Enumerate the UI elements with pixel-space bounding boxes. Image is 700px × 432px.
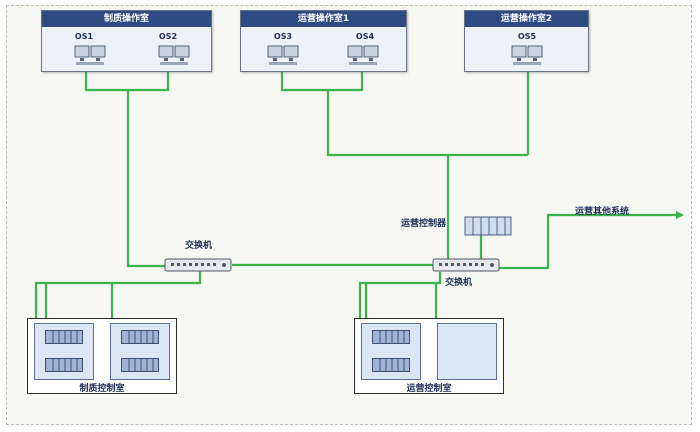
io-rack-icon bbox=[372, 358, 410, 372]
wire-os3-os4 bbox=[280, 67, 364, 92]
server-label: 运营控制器 bbox=[401, 219, 447, 229]
io-rack-icon bbox=[372, 330, 410, 344]
switch-label: 交换机 bbox=[185, 241, 213, 251]
io-rack-icon bbox=[121, 358, 159, 372]
os-label: OS4 bbox=[355, 32, 375, 41]
control-room-left: 制质控制室 bbox=[27, 318, 177, 394]
io-rack-icon bbox=[45, 330, 83, 344]
io-rack-icon bbox=[121, 330, 159, 344]
os-label: OS2 bbox=[158, 32, 178, 41]
os-label: OS3 bbox=[273, 32, 293, 41]
control-room-title: 运营控制室 bbox=[406, 384, 452, 394]
workstation-icon bbox=[347, 45, 379, 65]
room-title: 运营操作室2 bbox=[465, 11, 588, 27]
room-title: 制质操作室 bbox=[42, 11, 211, 27]
io-rack-icon bbox=[45, 358, 83, 372]
operator-room-2: 运营操作室1 OS3 OS4 bbox=[240, 10, 407, 72]
control-room-title: 制质控制室 bbox=[79, 384, 125, 394]
control-room-right: 运营控制室 bbox=[354, 318, 504, 394]
wire-external bbox=[498, 213, 676, 270]
cabinet bbox=[361, 323, 421, 380]
os-label: OS5 bbox=[517, 32, 537, 41]
network-switch-icon bbox=[432, 258, 500, 272]
cabinet bbox=[110, 323, 170, 380]
workstation-icon bbox=[158, 45, 190, 65]
wire-room2-down bbox=[326, 90, 528, 157]
workstation-icon bbox=[267, 45, 299, 65]
operator-room-3: 运营操作室2 OS5 bbox=[464, 10, 589, 72]
wire-left-bus bbox=[34, 270, 202, 330]
os-label: OS1 bbox=[74, 32, 94, 41]
cabinet bbox=[34, 323, 94, 380]
server-rack-icon bbox=[464, 216, 512, 236]
switch-label: 交换机 bbox=[445, 278, 473, 288]
room-title: 运营操作室1 bbox=[241, 11, 406, 27]
workstation-icon bbox=[511, 45, 543, 65]
external-system-label: 运营其他系统 bbox=[575, 207, 630, 217]
workstation-icon bbox=[74, 45, 106, 65]
cabinet-empty bbox=[437, 323, 497, 380]
external-arrow-icon bbox=[676, 211, 684, 219]
operator-room-1: 制质操作室 OS1 OS2 bbox=[41, 10, 212, 72]
network-switch-icon bbox=[164, 258, 232, 272]
wire-right-bus bbox=[358, 272, 442, 330]
wire-room1-switch-left bbox=[126, 90, 166, 268]
